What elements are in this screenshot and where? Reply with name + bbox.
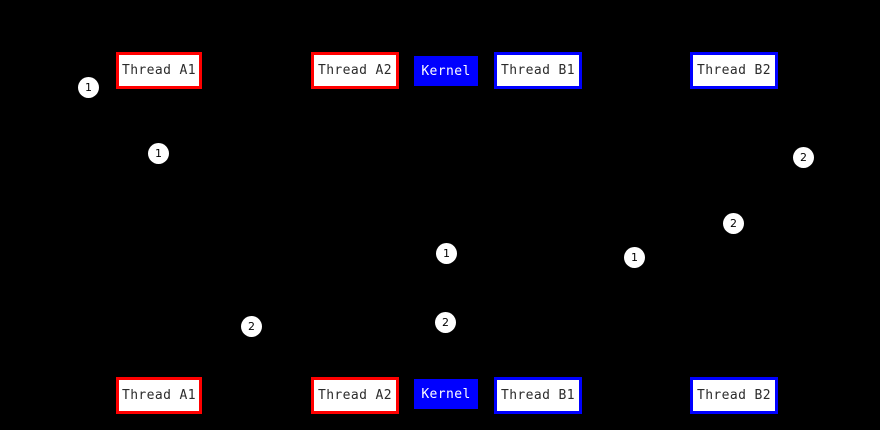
participant-label: Kernel xyxy=(421,63,471,79)
lifeline-kernel xyxy=(446,86,447,379)
participant-label: Thread B1 xyxy=(500,388,576,403)
participant-box-thread-b1-bottom[interactable]: Thread B1 xyxy=(494,377,582,414)
step-marker-1: 1 xyxy=(148,143,169,164)
step-marker-number: 1 xyxy=(443,247,450,260)
participant-label: Thread A2 xyxy=(317,388,393,403)
participant-label: Thread B1 xyxy=(500,63,576,78)
participant-box-thread-b2-top[interactable]: Thread B2 xyxy=(690,52,778,89)
participant-box-thread-b2-bottom[interactable]: Thread B2 xyxy=(690,377,778,414)
participant-label: Thread B2 xyxy=(696,63,772,78)
participant-label: Thread A1 xyxy=(121,63,197,78)
participant-box-thread-a2-bottom[interactable]: Thread A2 xyxy=(311,377,399,414)
step-marker-1: 1 xyxy=(436,243,457,264)
step-marker-1: 1 xyxy=(624,247,645,268)
participant-label: Kernel xyxy=(421,386,471,402)
step-marker-number: 2 xyxy=(800,151,807,164)
step-marker-number: 1 xyxy=(85,81,92,94)
participant-box-thread-b1-top[interactable]: Thread B1 xyxy=(494,52,582,89)
step-marker-2: 2 xyxy=(793,147,814,168)
lifeline-thread-a2 xyxy=(355,89,356,377)
step-marker-number: 1 xyxy=(631,251,638,264)
participant-box-kernel-bottom[interactable]: Kernel xyxy=(414,379,478,409)
lifeline-thread-b1 xyxy=(538,89,539,377)
participant-box-thread-a1-top[interactable]: Thread A1 xyxy=(116,52,202,89)
step-marker-number: 2 xyxy=(442,316,449,329)
participant-box-thread-a1-bottom[interactable]: Thread A1 xyxy=(116,377,202,414)
participant-label: Thread B2 xyxy=(696,388,772,403)
step-marker-number: 2 xyxy=(730,217,737,230)
step-marker-1: 1 xyxy=(78,77,99,98)
step-marker-number: 1 xyxy=(155,147,162,160)
participant-label: Thread A1 xyxy=(121,388,197,403)
participant-box-kernel-top[interactable]: Kernel xyxy=(414,56,478,86)
participant-box-thread-a2-top[interactable]: Thread A2 xyxy=(311,52,399,89)
step-marker-2: 2 xyxy=(723,213,744,234)
lifeline-thread-a1 xyxy=(158,89,159,377)
step-marker-2: 2 xyxy=(435,312,456,333)
participant-label: Thread A2 xyxy=(317,63,393,78)
step-marker-number: 2 xyxy=(248,320,255,333)
step-marker-2: 2 xyxy=(241,316,262,337)
